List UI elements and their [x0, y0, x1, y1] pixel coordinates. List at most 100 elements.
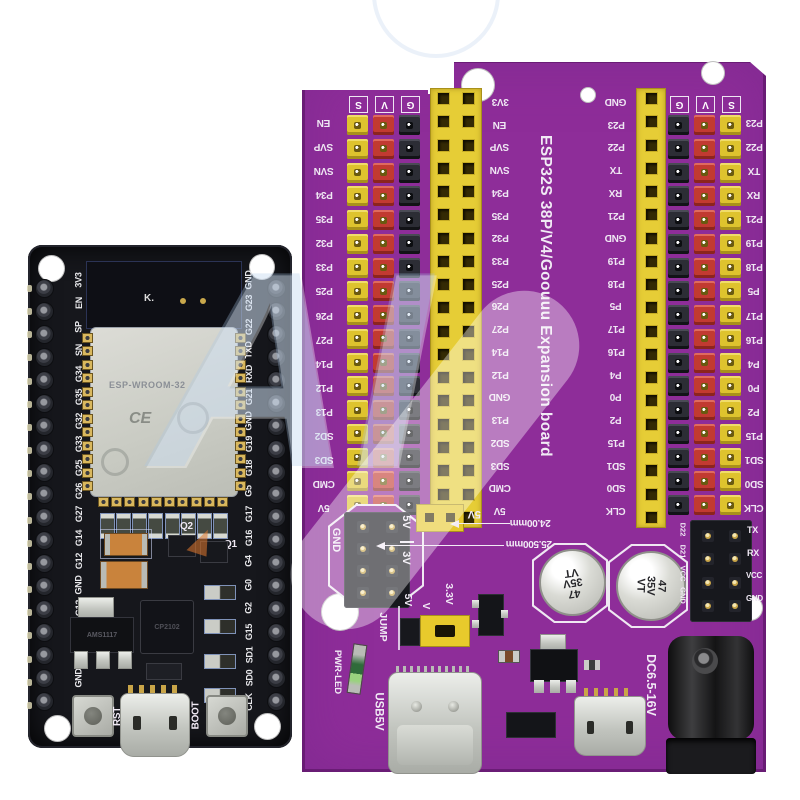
header-pin-yellow [720, 281, 741, 302]
castellation-pad [82, 386, 93, 397]
header-pin-yellow [347, 447, 368, 468]
header-pin-red [373, 352, 394, 373]
solder-dot [27, 400, 32, 408]
socket-row [637, 325, 665, 338]
castellation-pad [235, 480, 246, 491]
header-pin-black [668, 162, 689, 183]
pin-label: P16 [607, 345, 625, 357]
pin-label: 5V [318, 502, 330, 513]
header-pin-black [668, 138, 689, 159]
resistor-column [204, 585, 236, 703]
pin-label: P0 [748, 381, 760, 393]
header-pin-yellow [720, 305, 741, 325]
pin-socket [35, 301, 54, 321]
tantalum-cap [100, 561, 148, 589]
ce-mark: CE [129, 410, 152, 427]
aux-label-gnd: GND [678, 587, 688, 604]
header-pin-yellow [720, 328, 741, 349]
header-pin-red [694, 328, 715, 349]
pin-label: P14 [315, 357, 333, 369]
pin-label: G17 [244, 506, 254, 523]
module-text: ESP-WROOM-32 [109, 380, 186, 390]
header-pin-yellow [347, 186, 368, 207]
header-pin-yellow [720, 471, 741, 492]
header-pin-black [668, 210, 689, 230]
pin-label: SVP [490, 141, 510, 153]
rail-letter-g: G [401, 96, 420, 113]
castellation-pad [82, 413, 93, 424]
pin-label: GND [74, 668, 85, 688]
right-pin-column [267, 279, 286, 711]
pin-label: P21 [607, 209, 625, 221]
rst-button [72, 695, 114, 737]
pin-socket [267, 347, 286, 367]
regulator-ams1117: AMS1117 [70, 617, 134, 653]
header-pin-red [373, 186, 394, 207]
pin-label: TX [747, 165, 761, 177]
socket-row [637, 394, 665, 407]
header-pin-black [399, 376, 420, 397]
pin-label: P34 [491, 186, 509, 198]
measure-outer-label: 25.500mm [506, 538, 552, 549]
header-pin-red [694, 423, 715, 444]
pin-label: SD1 [243, 646, 254, 664]
header-pin-black [399, 162, 420, 183]
castellation-pad [235, 427, 246, 438]
board-title: ESP32S 38P/V4/Goouuu Expansion board [537, 135, 554, 457]
jump-divider [398, 606, 400, 650]
regulator-leg [118, 651, 132, 669]
header-pin-yellow [720, 186, 741, 207]
smd-capacitor [148, 513, 164, 539]
castellation-pad [235, 454, 246, 465]
pin-label: P26 [491, 300, 509, 312]
socket-row [431, 139, 481, 152]
header-pin [728, 553, 741, 566]
transistor-q1 [200, 541, 228, 563]
header-pin [385, 543, 398, 555]
header-pin-black [399, 186, 420, 207]
socket-row [637, 488, 665, 501]
pin-label: SVN [490, 164, 510, 176]
header-pin-red [694, 115, 715, 135]
aux-label-tx: TX [747, 525, 758, 535]
header-pin-yellow [720, 495, 741, 515]
mounting-hole [249, 254, 275, 280]
castellation-pad [82, 427, 93, 438]
header-pin-red [373, 471, 394, 492]
socket-row [637, 255, 665, 268]
pin-label: GND [605, 232, 627, 244]
castellation-pad [82, 440, 93, 451]
smd-capacitor [196, 513, 212, 539]
header-pin-yellow [720, 423, 741, 444]
rail-letter-v: V [375, 96, 394, 113]
castellation-pad [203, 497, 215, 507]
power-5v-label: 5V [400, 515, 412, 529]
header-pin-black [668, 376, 689, 397]
header-pin-black [668, 423, 689, 444]
header-pin-black [668, 257, 689, 278]
pin-label: GND [74, 575, 85, 595]
q1-label: Q1 [224, 539, 237, 550]
pin-label: SVP [314, 141, 334, 153]
solder-dot [27, 470, 32, 478]
socket-row [431, 371, 481, 384]
solder-dot [27, 285, 32, 292]
pin-label: P18 [607, 277, 625, 289]
boot-button [206, 695, 248, 737]
pin-label: P32 [315, 237, 333, 249]
header-pin-red [694, 186, 715, 207]
header-pin-red [694, 138, 715, 159]
castellation-pad [235, 373, 246, 384]
header-pin-black [399, 447, 420, 468]
header-pin-yellow [720, 376, 741, 397]
header-pin-yellow [720, 210, 741, 230]
header-pin-red [694, 210, 715, 230]
socket-row [431, 441, 481, 454]
signal-header-column [347, 115, 368, 515]
castellation-pad [235, 413, 246, 424]
castellation-pad [190, 497, 202, 507]
pin-label: P32 [491, 232, 509, 244]
pin-label: G14 [74, 529, 84, 546]
transistor-q2 [168, 535, 196, 557]
header-pin-yellow [347, 471, 368, 492]
